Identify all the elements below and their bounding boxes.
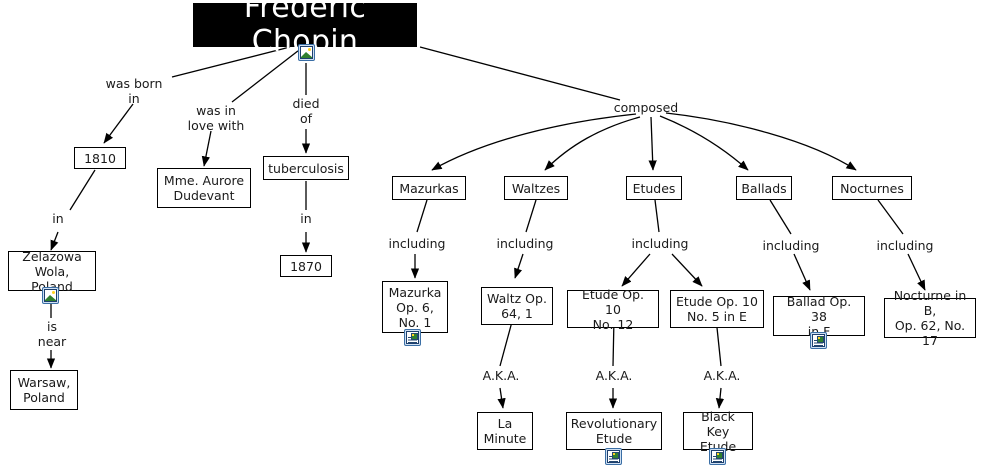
document-icon-thumbnail: [611, 451, 619, 459]
link-label-was-born-in: was born in: [105, 76, 163, 106]
document-icon-inner: [711, 450, 724, 463]
node-etude-op-10-no-5-in-e[interactable]: Etude Op. 10 No. 5 in E: [670, 290, 764, 328]
link-label-aka-etude-12: A.K.A.: [595, 368, 633, 383]
node-la-minute[interactable]: La Minute: [477, 412, 533, 450]
document-icon-inner: [812, 334, 825, 347]
node-nocturne-in-b-op-62-no-17[interactable]: Nocturne in B, Op. 62, No. 17: [884, 288, 976, 348]
document-icon[interactable]: [810, 332, 827, 349]
link-label-in-place: in: [52, 211, 64, 226]
link-label-including-mazurkas: including: [388, 236, 446, 251]
picture-icon-inner: [44, 289, 57, 302]
document-icon-lines: [814, 340, 823, 346]
page-title: Frederic Chopin: [243, 0, 367, 59]
document-icon-lines: [713, 456, 722, 462]
node-ballad-op-38-in-f[interactable]: Ballad Op. 38 in F: [773, 294, 865, 339]
document-icon[interactable]: [605, 448, 622, 465]
document-icon[interactable]: [709, 448, 726, 465]
node-zelazowa-wola[interactable]: Zelazowa Wola, Poland: [8, 249, 96, 294]
node-mazurkas[interactable]: Mazurkas: [392, 176, 466, 200]
node-etude-op-10-no-12[interactable]: Etude Op. 10 No. 12: [567, 287, 659, 332]
node-waltz-op-64-1[interactable]: Waltz Op. 64, 1: [481, 287, 553, 325]
node-frederic-chopin[interactable]: Frederic Chopin: [193, 0, 417, 59]
document-icon-inner: [607, 450, 620, 463]
document-icon[interactable]: [404, 329, 421, 346]
link-label-was-in-love-with: was in love with: [187, 103, 245, 133]
node-nocturnes[interactable]: Nocturnes: [832, 176, 912, 200]
document-icon-inner: [406, 331, 419, 344]
link-label-including-ballads: including: [762, 238, 820, 253]
link-label-including-etudes: including: [631, 236, 689, 251]
picture-icon-inner: [300, 46, 313, 59]
node-1810[interactable]: 1810: [74, 147, 126, 169]
link-label-in-year: in: [300, 211, 312, 226]
node-etudes[interactable]: Etudes: [626, 176, 682, 200]
node-1870[interactable]: 1870: [280, 255, 332, 277]
document-icon-thumbnail: [410, 332, 418, 340]
link-label-composed: composed: [613, 100, 679, 115]
document-icon-lines: [408, 337, 417, 343]
picture-icon[interactable]: [42, 287, 59, 304]
link-label-including-waltzes: including: [496, 236, 554, 251]
node-waltzes[interactable]: Waltzes: [504, 176, 568, 200]
document-icon-thumbnail: [715, 451, 723, 459]
link-label-died-of: died of: [292, 96, 320, 126]
picture-icon[interactable]: [298, 44, 315, 61]
node-ballads[interactable]: Ballads: [736, 176, 792, 200]
node-tuberculosis[interactable]: tuberculosis: [263, 156, 349, 180]
link-label-aka-waltz: A.K.A.: [482, 368, 520, 383]
link-label-aka-etude-5: A.K.A.: [703, 368, 741, 383]
node-black-key-etude[interactable]: Black Key Etude: [683, 409, 753, 454]
document-icon-lines: [609, 456, 618, 462]
node-mme-aurore-dudevant[interactable]: Mme. Aurore Dudevant: [157, 168, 251, 208]
link-label-is-near: is near: [37, 319, 67, 349]
node-revolutionary-etude[interactable]: Revolutionary Etude: [566, 412, 662, 450]
node-warsaw-poland[interactable]: Warsaw, Poland: [10, 370, 78, 410]
node-mazurka-op-6-no-1[interactable]: Mazurka Op. 6, No. 1: [382, 281, 448, 333]
document-icon-thumbnail: [816, 335, 824, 343]
link-label-including-nocturnes: including: [876, 238, 934, 253]
